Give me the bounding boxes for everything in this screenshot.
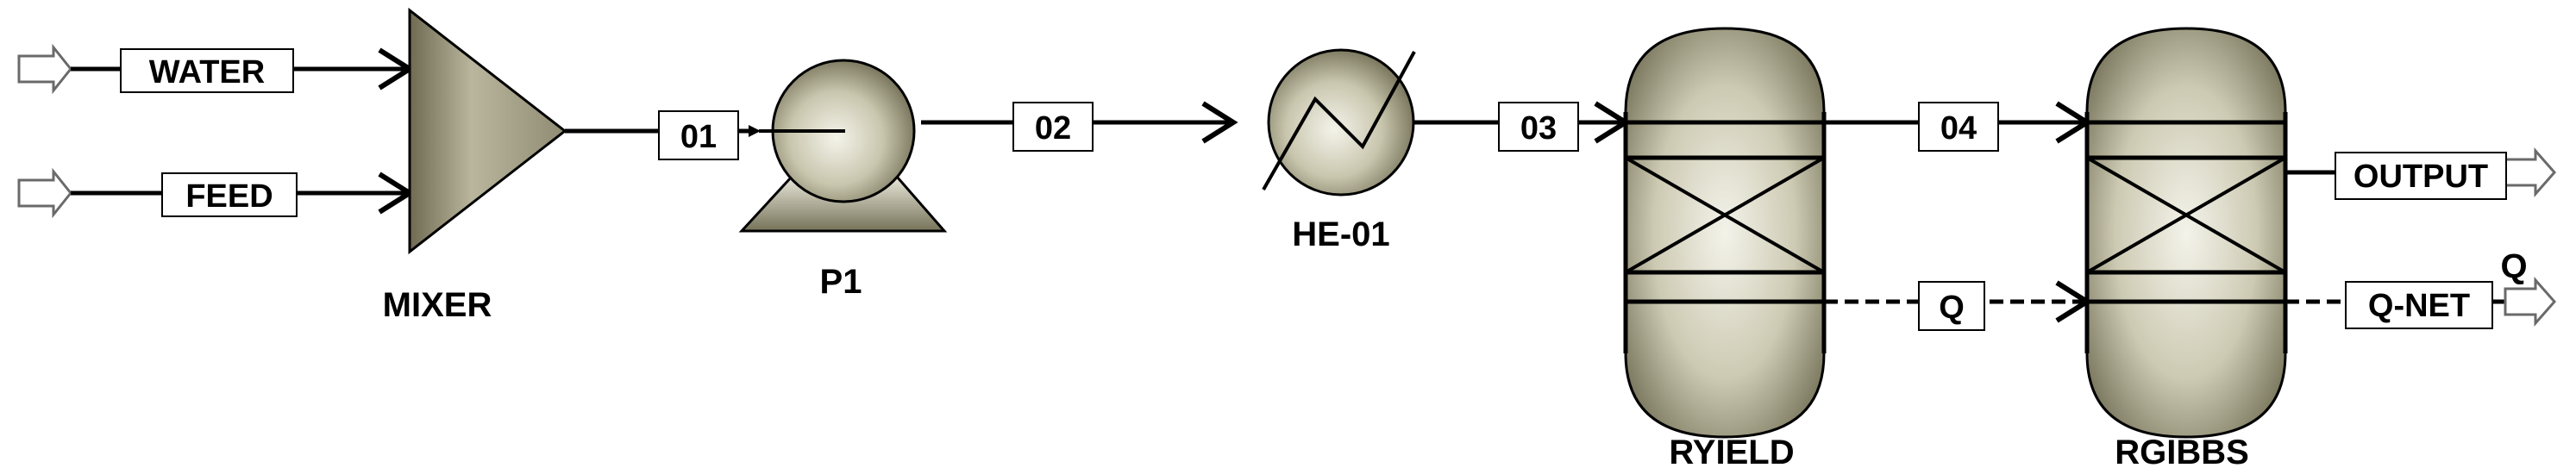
block-label-pump: P1 bbox=[820, 263, 862, 301]
stream-label-qnet: Q-NET bbox=[2368, 288, 2470, 324]
stream-01[interactable]: 01 bbox=[565, 110, 845, 160]
stream-label-02: 02 bbox=[1035, 110, 1071, 147]
stream-water[interactable]: WATER bbox=[17, 43, 415, 95]
stream-label-04: 04 bbox=[1940, 110, 1977, 147]
arrowhead-icon bbox=[749, 125, 761, 137]
stream-output[interactable]: OUTPUT bbox=[2285, 147, 2556, 200]
heat-stream-tag: Q bbox=[2500, 247, 2527, 285]
stream-label-03: 03 bbox=[1520, 110, 1557, 147]
stream-label-box bbox=[658, 110, 739, 160]
block-heater[interactable]: HE-01 bbox=[1262, 48, 1416, 253]
block-ryield[interactable]: RYIELD bbox=[1623, 27, 1827, 468]
arrowhead-icon bbox=[1201, 101, 1238, 144]
stream-label-box bbox=[1012, 102, 1094, 152]
stream-label-output: OUTPUT bbox=[2353, 159, 2488, 195]
stream-label-box bbox=[2345, 281, 2493, 329]
reactor-icon bbox=[1623, 27, 1827, 439]
block-label-heater: HE-01 bbox=[1292, 215, 1389, 253]
heat-exchanger-icon bbox=[1262, 48, 1416, 197]
block-label-ryield: RYIELD bbox=[1669, 434, 1794, 468]
stream-label-01: 01 bbox=[680, 119, 717, 155]
stream-label-box bbox=[2335, 152, 2507, 200]
block-label-mixer: MIXER bbox=[383, 286, 492, 324]
stream-q[interactable]: Q bbox=[1824, 280, 2092, 331]
stream-qnet[interactable]: Q-NET Q bbox=[2285, 247, 2556, 329]
block-pump[interactable]: P1 bbox=[738, 59, 948, 301]
stream-label-box bbox=[1918, 102, 1999, 152]
feed-arrow-icon bbox=[17, 167, 72, 219]
stream-label-box bbox=[120, 48, 294, 93]
stream-04[interactable]: 04 bbox=[1824, 101, 2092, 152]
stream-label-water: WATER bbox=[149, 54, 265, 90]
reactor-icon bbox=[2084, 27, 2288, 439]
stream-label-q: Q bbox=[1939, 290, 1965, 326]
stream-feed[interactable]: FEED bbox=[17, 167, 415, 219]
mixer-icon bbox=[408, 7, 567, 255]
pump-icon bbox=[738, 59, 948, 233]
product-arrow-icon bbox=[2504, 147, 2556, 197]
stream-label-box bbox=[1498, 102, 1579, 152]
feed-arrow-icon bbox=[17, 43, 72, 95]
stream-02[interactable]: 02 bbox=[921, 101, 1238, 152]
block-mixer[interactable]: MIXER bbox=[383, 7, 567, 324]
stream-label-box bbox=[161, 172, 298, 217]
block-rgibbs[interactable]: RGIBBS bbox=[2084, 27, 2288, 468]
product-arrow-icon bbox=[2504, 277, 2556, 327]
stream-03[interactable]: 03 bbox=[1414, 101, 1631, 152]
stream-label-feed: FEED bbox=[185, 178, 273, 215]
stream-label-box bbox=[1918, 281, 1985, 331]
block-label-rgibbs: RGIBBS bbox=[2115, 434, 2249, 468]
